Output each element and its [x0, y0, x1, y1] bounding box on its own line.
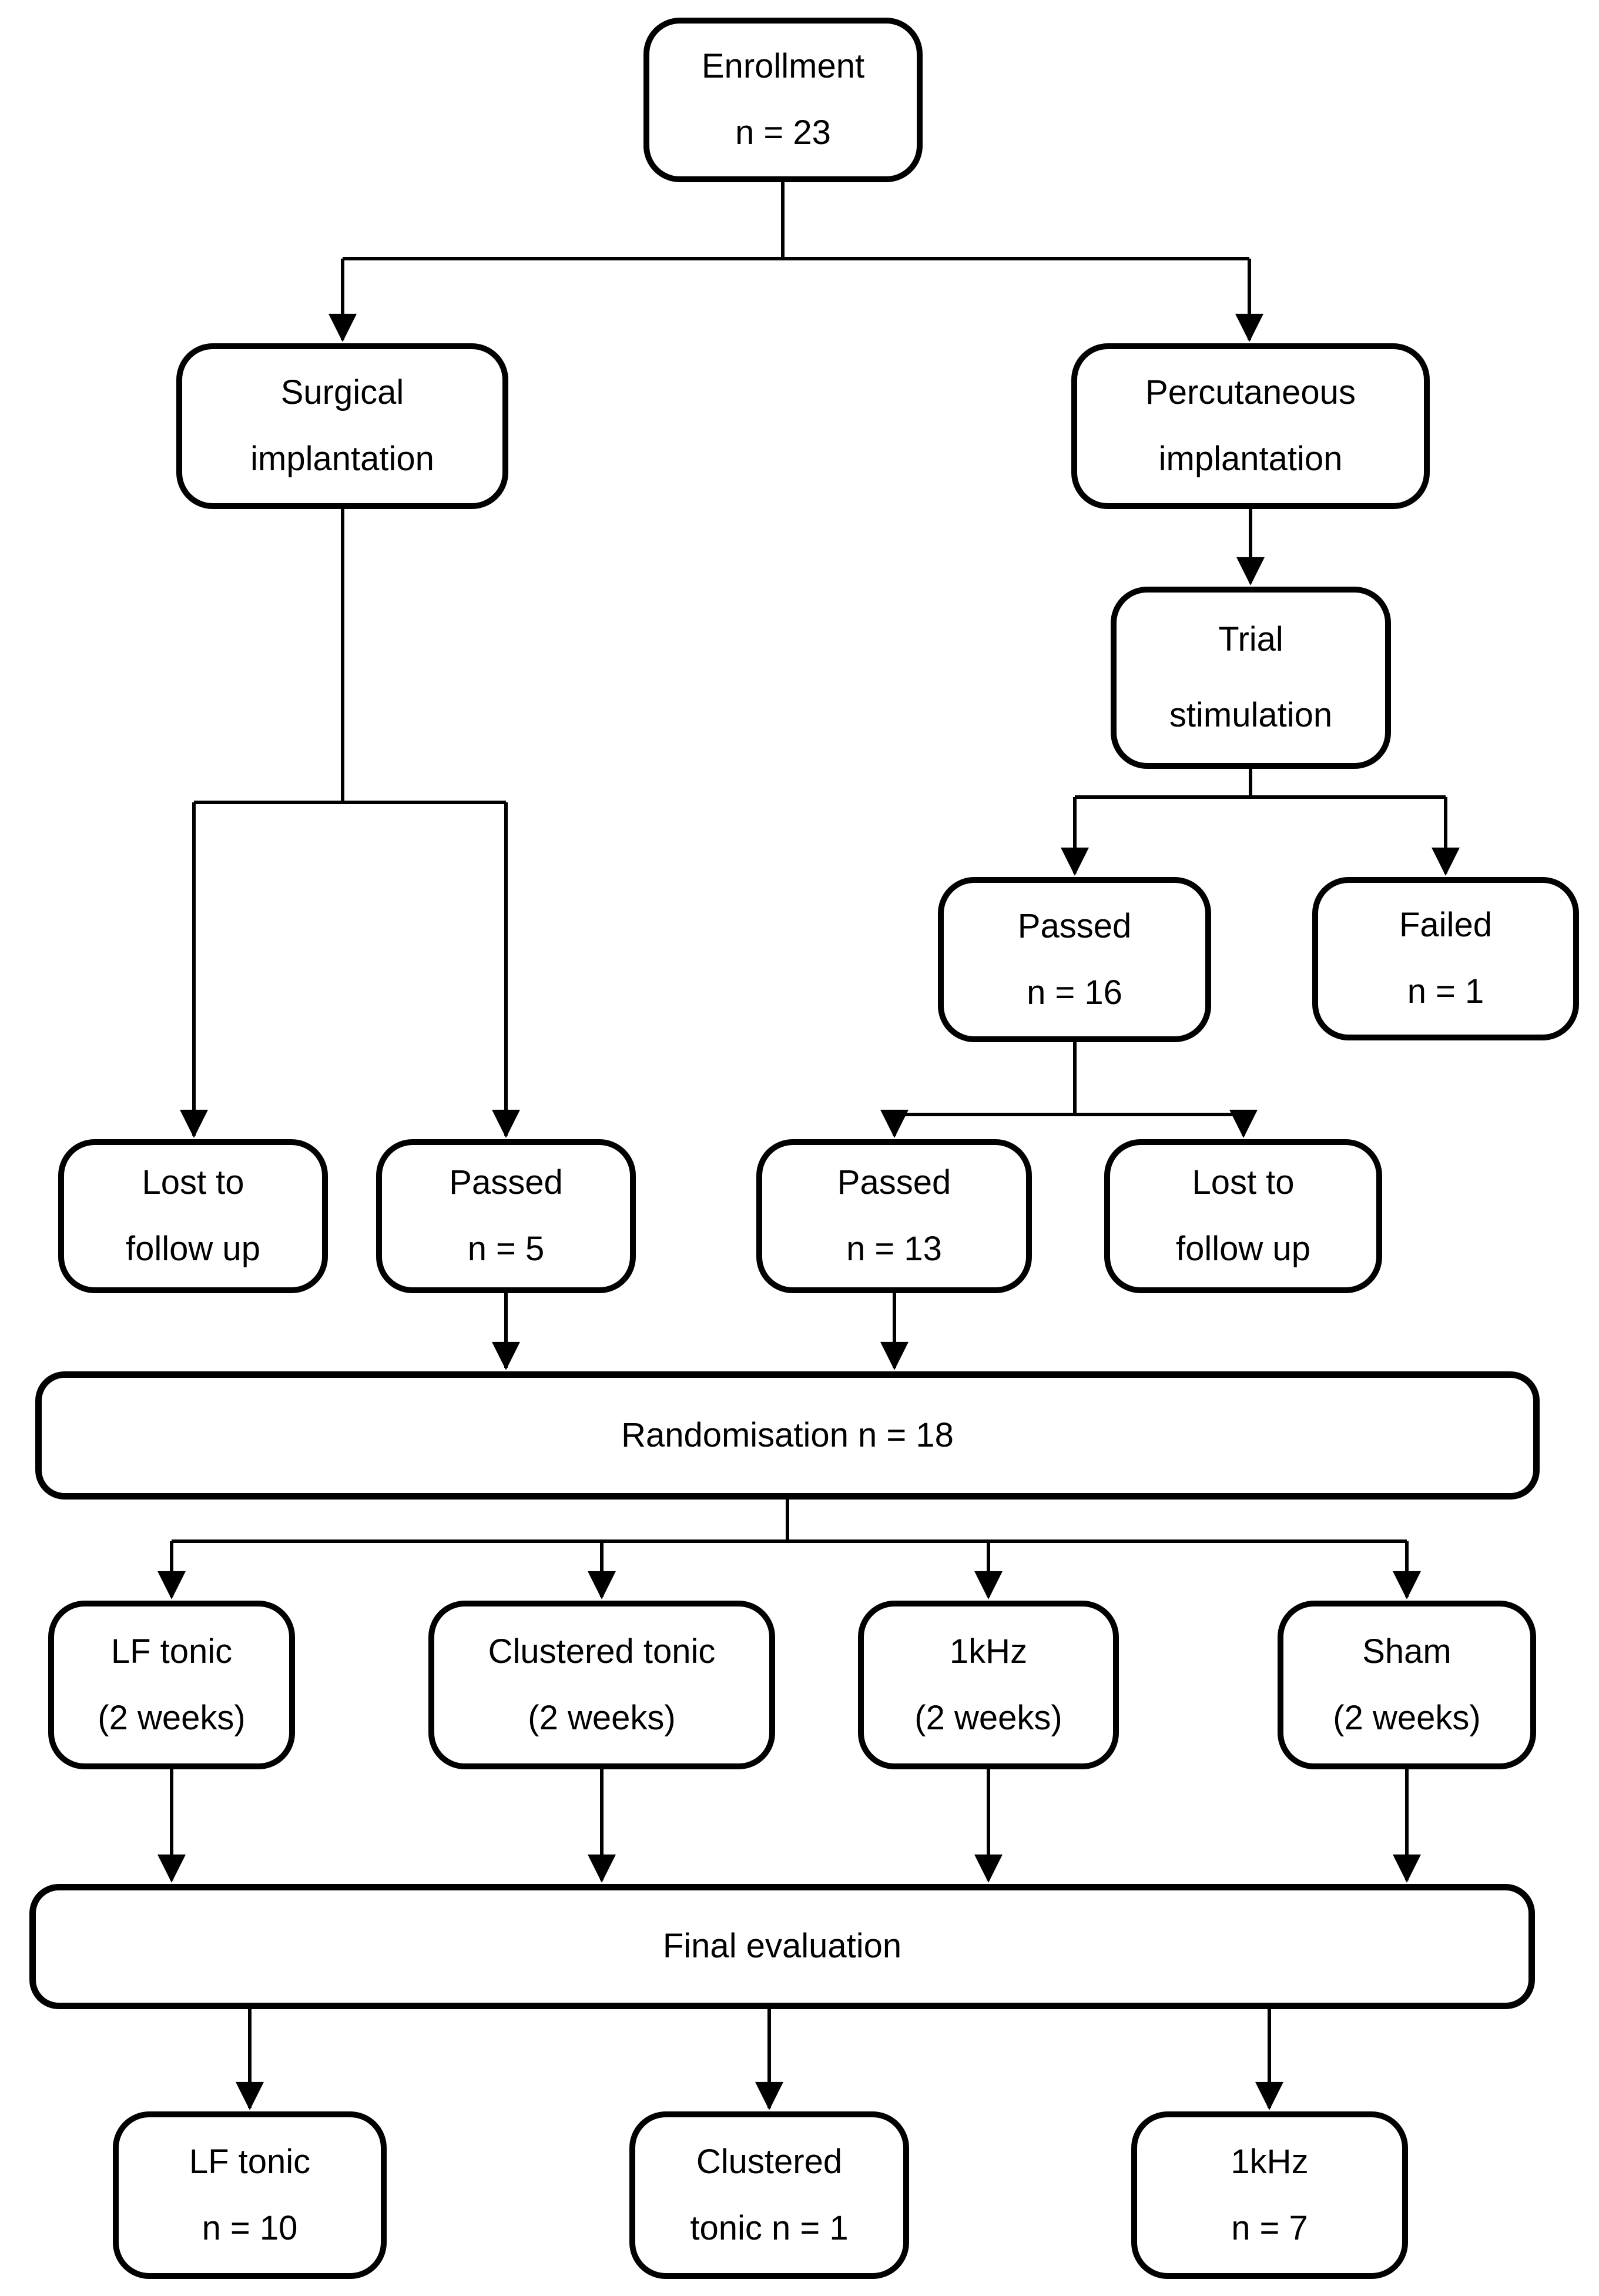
node-failed-n1: Failed n = 1 [1312, 877, 1579, 1040]
node-enrollment: Enrollment n = 23 [643, 18, 923, 182]
node-clustered-tonic-arm: Clustered tonic (2 weeks) [428, 1601, 775, 1769]
label-line: Sham [1362, 1632, 1451, 1671]
node-lf-tonic-n10: LF tonic n = 10 [113, 2111, 387, 2279]
edge-enrollment-stem [343, 182, 1249, 260]
node-passed-n13: Passed n = 13 [756, 1139, 1032, 1293]
label-line: Clustered [696, 2142, 843, 2181]
node-percutaneous-implantation: Percutaneous implantation [1071, 343, 1430, 509]
label-line: LF tonic [189, 2142, 311, 2181]
label-line: Lost to [1192, 1163, 1295, 1202]
label-line: (2 weeks) [914, 1698, 1062, 1737]
label-line: n = 5 [467, 1230, 545, 1268]
label-line: Passed [1017, 906, 1132, 945]
label-line: n = 10 [202, 2208, 298, 2247]
node-1khz-arm: 1kHz (2 weeks) [858, 1601, 1119, 1769]
node-passed-n16: Passed n = 16 [938, 877, 1211, 1042]
label-line: 1kHz [949, 1632, 1028, 1671]
label-line: Surgical [280, 373, 404, 412]
label-line: follow up [126, 1230, 260, 1268]
label-line: n = 16 [1027, 973, 1122, 1012]
edge-surgical-split [194, 509, 506, 804]
label-line: tonic n = 1 [690, 2208, 849, 2247]
label-line: n = 7 [1231, 2208, 1308, 2247]
node-1khz-n7: 1kHz n = 7 [1131, 2111, 1408, 2279]
label-line: (2 weeks) [98, 1698, 246, 1737]
label-line: Clustered tonic [488, 1632, 716, 1671]
label-line: follow up [1176, 1230, 1310, 1268]
label-line: Trial [1218, 620, 1283, 659]
label-line: implantation [1158, 440, 1343, 478]
label-line: Randomisation n = 18 [621, 1415, 954, 1454]
label-line: n = 13 [846, 1230, 942, 1268]
label-line: Lost to [142, 1163, 244, 1202]
node-clustered-tonic-n1: Clustered tonic n = 1 [629, 2111, 909, 2279]
node-final-evaluation: Final evaluation [29, 1884, 1535, 2009]
label-line: Final evaluation [662, 1927, 902, 1966]
node-lost-to-follow-up-left: Lost to follow up [58, 1139, 328, 1293]
label-line: LF tonic [110, 1632, 233, 1671]
label-line: Percutaneous [1145, 373, 1356, 412]
node-surgical-implantation: Surgical implantation [176, 343, 508, 509]
label-line: Passed [837, 1163, 951, 1202]
label-line: (2 weeks) [1333, 1698, 1481, 1737]
node-passed-n5: Passed n = 5 [376, 1139, 636, 1293]
edge-passed16-split [894, 1042, 1243, 1116]
node-lf-tonic-arm: LF tonic (2 weeks) [48, 1601, 295, 1769]
node-randomisation: Randomisation n = 18 [35, 1371, 1540, 1500]
label-line: implantation [250, 440, 434, 478]
label-line: Enrollment [701, 47, 865, 86]
node-trial-stimulation: Trial stimulation [1111, 587, 1391, 769]
label-line: Passed [449, 1163, 563, 1202]
label-line: (2 weeks) [528, 1698, 676, 1737]
edge-randomisation-split [172, 1500, 1407, 1543]
label-line: n = 23 [735, 113, 831, 152]
edge-trial-split [1075, 769, 1446, 799]
node-sham-arm: Sham (2 weeks) [1278, 1601, 1536, 1769]
label-line: 1kHz [1231, 2142, 1309, 2181]
label-line: n = 1 [1407, 972, 1484, 1010]
node-lost-to-follow-up-right: Lost to follow up [1104, 1139, 1382, 1293]
label-line: stimulation [1169, 696, 1333, 734]
label-line: Failed [1399, 906, 1492, 945]
